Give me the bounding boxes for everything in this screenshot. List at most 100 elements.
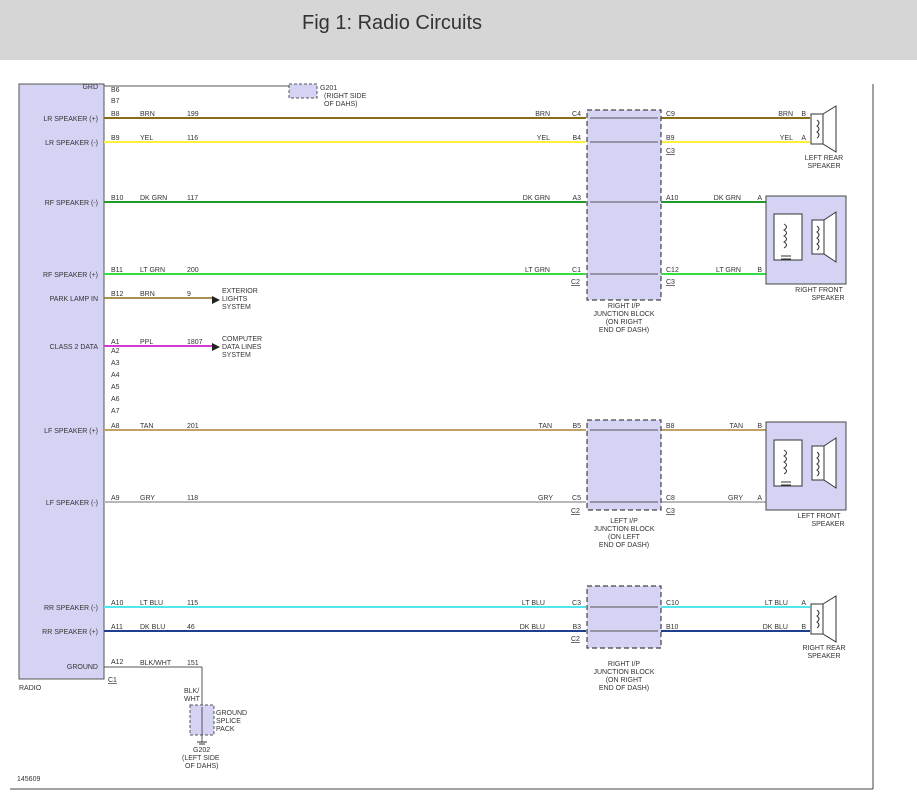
- right-front-speaker-woofer-cone: [823, 211, 837, 263]
- radio-pin-name: RR SPEAKER (-): [44, 605, 98, 612]
- junction-left-connector: C2: [571, 636, 580, 643]
- wire-color-label-jb: LT BLU: [522, 600, 545, 607]
- wire-circuit-number: 199: [187, 111, 199, 118]
- right-rear-speaker-label: RIGHT REAR: [802, 645, 845, 652]
- left-rear-speaker-body: [810, 113, 824, 145]
- data-lines-arrow: [212, 343, 220, 351]
- wire-color-label-speaker: DK GRN: [714, 195, 741, 202]
- wire-color-label-jb: BRN: [535, 111, 550, 118]
- junction-block-label: (ON LEFT: [608, 534, 641, 541]
- exterior-lights-arrow: [212, 296, 220, 304]
- g202-note-line2: OF DAHS): [185, 763, 218, 770]
- junction-left-pin: A3: [572, 195, 581, 202]
- radio-pin-id: B10: [111, 195, 124, 202]
- radio-pin-name: LR SPEAKER (-): [45, 140, 98, 147]
- wire-color-label: LT GRN: [140, 267, 165, 274]
- data-lines-line1: COMPUTER: [222, 336, 262, 343]
- ground-splice-label-line3: PACK: [216, 726, 235, 733]
- junction-right-pin: B8: [666, 423, 675, 430]
- wire-color-label: BLK/WHT: [140, 660, 172, 667]
- data-lines-line3: SYSTEM: [222, 352, 251, 359]
- g202-label: G202: [193, 747, 210, 754]
- junction-block-box: [586, 419, 662, 511]
- junction-left-connector: C2: [571, 279, 580, 286]
- right-rear-speaker-label: SPEAKER: [807, 653, 840, 660]
- junction-block-label: END OF DASH): [599, 542, 649, 549]
- radio-pin-id: B11: [111, 267, 123, 274]
- radio-pin-id: A7: [111, 408, 120, 415]
- g201-note-line2: OF DAHS): [324, 101, 357, 108]
- radio-pin-name: RF SPEAKER (+): [43, 272, 98, 279]
- radio-label: RADIO: [19, 685, 42, 692]
- wire-color-label-jb: DK GRN: [523, 195, 550, 202]
- radio-pin-name: PARK LAMP IN: [50, 296, 98, 303]
- speaker-pin-label: B: [757, 267, 762, 274]
- junction-left-pin: B3: [572, 624, 581, 631]
- wire-color-label-speaker: TAN: [730, 423, 743, 430]
- junction-block-label: JUNCTION BLOCK: [593, 526, 654, 533]
- radio-pin-id: A6: [111, 396, 120, 403]
- junction-block-label: RIGHT I/P: [608, 661, 640, 668]
- wire-color-label-speaker: DK BLU: [763, 624, 788, 631]
- radio-pin-name: LF SPEAKER (+): [44, 428, 98, 435]
- wire-circuit-number: 115: [187, 600, 198, 607]
- junction-right-pin: C9: [666, 111, 675, 118]
- radio-pin-id: B12: [111, 291, 124, 298]
- wire-color-label: LT BLU: [140, 600, 163, 607]
- left-front-speaker-label: SPEAKER: [811, 521, 844, 528]
- radio-pin-id: A10: [111, 600, 124, 607]
- wire-color-label-jb: TAN: [539, 423, 552, 430]
- radio-pin-id: A11: [111, 624, 123, 631]
- radio-pin-id: A8: [111, 423, 120, 430]
- wire-color-label-jb: LT GRN: [525, 267, 550, 274]
- wire-color-label: DK BLU: [140, 624, 165, 631]
- speaker-pin-label: A: [757, 195, 762, 202]
- radio-pin-name: LR SPEAKER (+): [43, 116, 98, 123]
- wire-circuit-number: 1807: [187, 339, 203, 346]
- right-rear-speaker-body: [810, 603, 824, 635]
- exterior-lights-line1: EXTERIOR: [222, 288, 258, 295]
- speaker-pin-label: B: [757, 423, 762, 430]
- exterior-lights-line2: LIGHTS: [222, 296, 248, 303]
- radio-pin-id: B8: [111, 111, 120, 118]
- g201-box: [288, 83, 318, 99]
- left-rear-speaker-label: LEFT REAR: [805, 155, 843, 162]
- speaker-pin-label: A: [801, 135, 806, 142]
- page-title: Fig 1: Radio Circuits: [302, 12, 483, 34]
- junction-block-label: RIGHT I/P: [608, 303, 640, 310]
- ground-splice-label-line1: GROUND: [216, 710, 247, 717]
- ground-wire-color-line2: WHT: [184, 696, 201, 703]
- left-front-speaker-tweeter: [773, 439, 803, 487]
- figure-id: 145609: [17, 776, 40, 783]
- wire-color-label-speaker: LT BLU: [765, 600, 788, 607]
- wire-color-label-jb: DK BLU: [520, 624, 545, 631]
- wire-circuit-number: 200: [187, 267, 199, 274]
- junction-left-connector: C2: [571, 508, 580, 515]
- radio-pin-name: LF SPEAKER (-): [46, 500, 98, 507]
- junction-right-pin: A10: [666, 195, 679, 202]
- radio-pin-name: GROUND: [67, 664, 98, 671]
- left-rear-speaker-label: SPEAKER: [807, 163, 840, 170]
- wire-circuit-number: 118: [187, 495, 198, 502]
- junction-left-pin: B5: [572, 423, 581, 430]
- wire-color-label-speaker: YEL: [780, 135, 793, 142]
- speaker-pin-label: B: [801, 111, 806, 118]
- right-front-speaker-label: RIGHT FRONT: [795, 287, 843, 294]
- junction-right-pin: C12: [666, 267, 679, 274]
- left-front-speaker-label: LEFT FRONT: [797, 513, 841, 520]
- wire-color-label-jb: GRY: [538, 495, 553, 502]
- wire-circuit-number: 117: [187, 195, 198, 202]
- radio-pin-id: B6: [111, 87, 120, 94]
- junction-block-label: END OF DASH): [599, 685, 649, 692]
- left-front-speaker-woofer-coil: [816, 451, 820, 477]
- junction-block-label: END OF DASH): [599, 327, 649, 334]
- junction-block-box: [586, 585, 662, 649]
- speaker-pin-label: A: [757, 495, 762, 502]
- ground-splice-label-line2: SPLICE: [216, 718, 241, 725]
- left-rear-speaker-coil: [816, 119, 820, 139]
- wire-circuit-number: 9: [187, 291, 191, 298]
- wire-circuit-number: 201: [187, 423, 199, 430]
- wire-circuit-number: 46: [187, 624, 195, 631]
- radio-pin-name: CLASS 2 DATA: [50, 344, 99, 351]
